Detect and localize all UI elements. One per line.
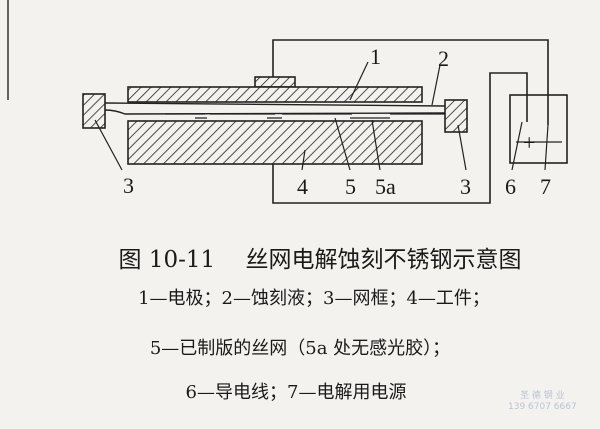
plus-sign: + [523,130,535,155]
screen-frame-right [444,99,468,133]
label-5: 5 [345,174,356,199]
label-6: 6 [505,174,516,199]
figure-title: 图 10-11 丝网电解蚀刻不锈钢示意图 [118,247,522,273]
screen-mesh [104,102,446,115]
label-3-left: 3 [123,173,134,198]
power-supply [509,94,568,164]
watermark: 圣 德 钢 业 139 6707 6667 [508,391,577,413]
watermark-name: 圣 德 钢 业 [520,391,565,401]
screen-emulsion [165,113,445,119]
wire-7 [272,39,549,125]
wire-6 [272,72,528,204]
label-4: 4 [297,174,308,199]
legend-line-3: 6—导电线；7—电解用电源 [185,382,407,403]
label-1: 1 [370,44,381,69]
legend-line-1: 1—电极；2—蚀刻液；3—网框；4—工件； [138,288,490,309]
legend-line-2: 5—已制版的丝网（5a 处无感光胶）； [149,338,451,359]
watermark-phone: 139 6707 6667 [508,402,577,412]
label-5a: 5a [375,174,396,199]
label-7: 7 [540,174,551,199]
electrode [127,86,423,103]
label-2: 2 [438,46,449,71]
label-3-right: 3 [460,174,471,199]
screen-frame-left [82,93,106,129]
electrode-connector [254,76,296,88]
